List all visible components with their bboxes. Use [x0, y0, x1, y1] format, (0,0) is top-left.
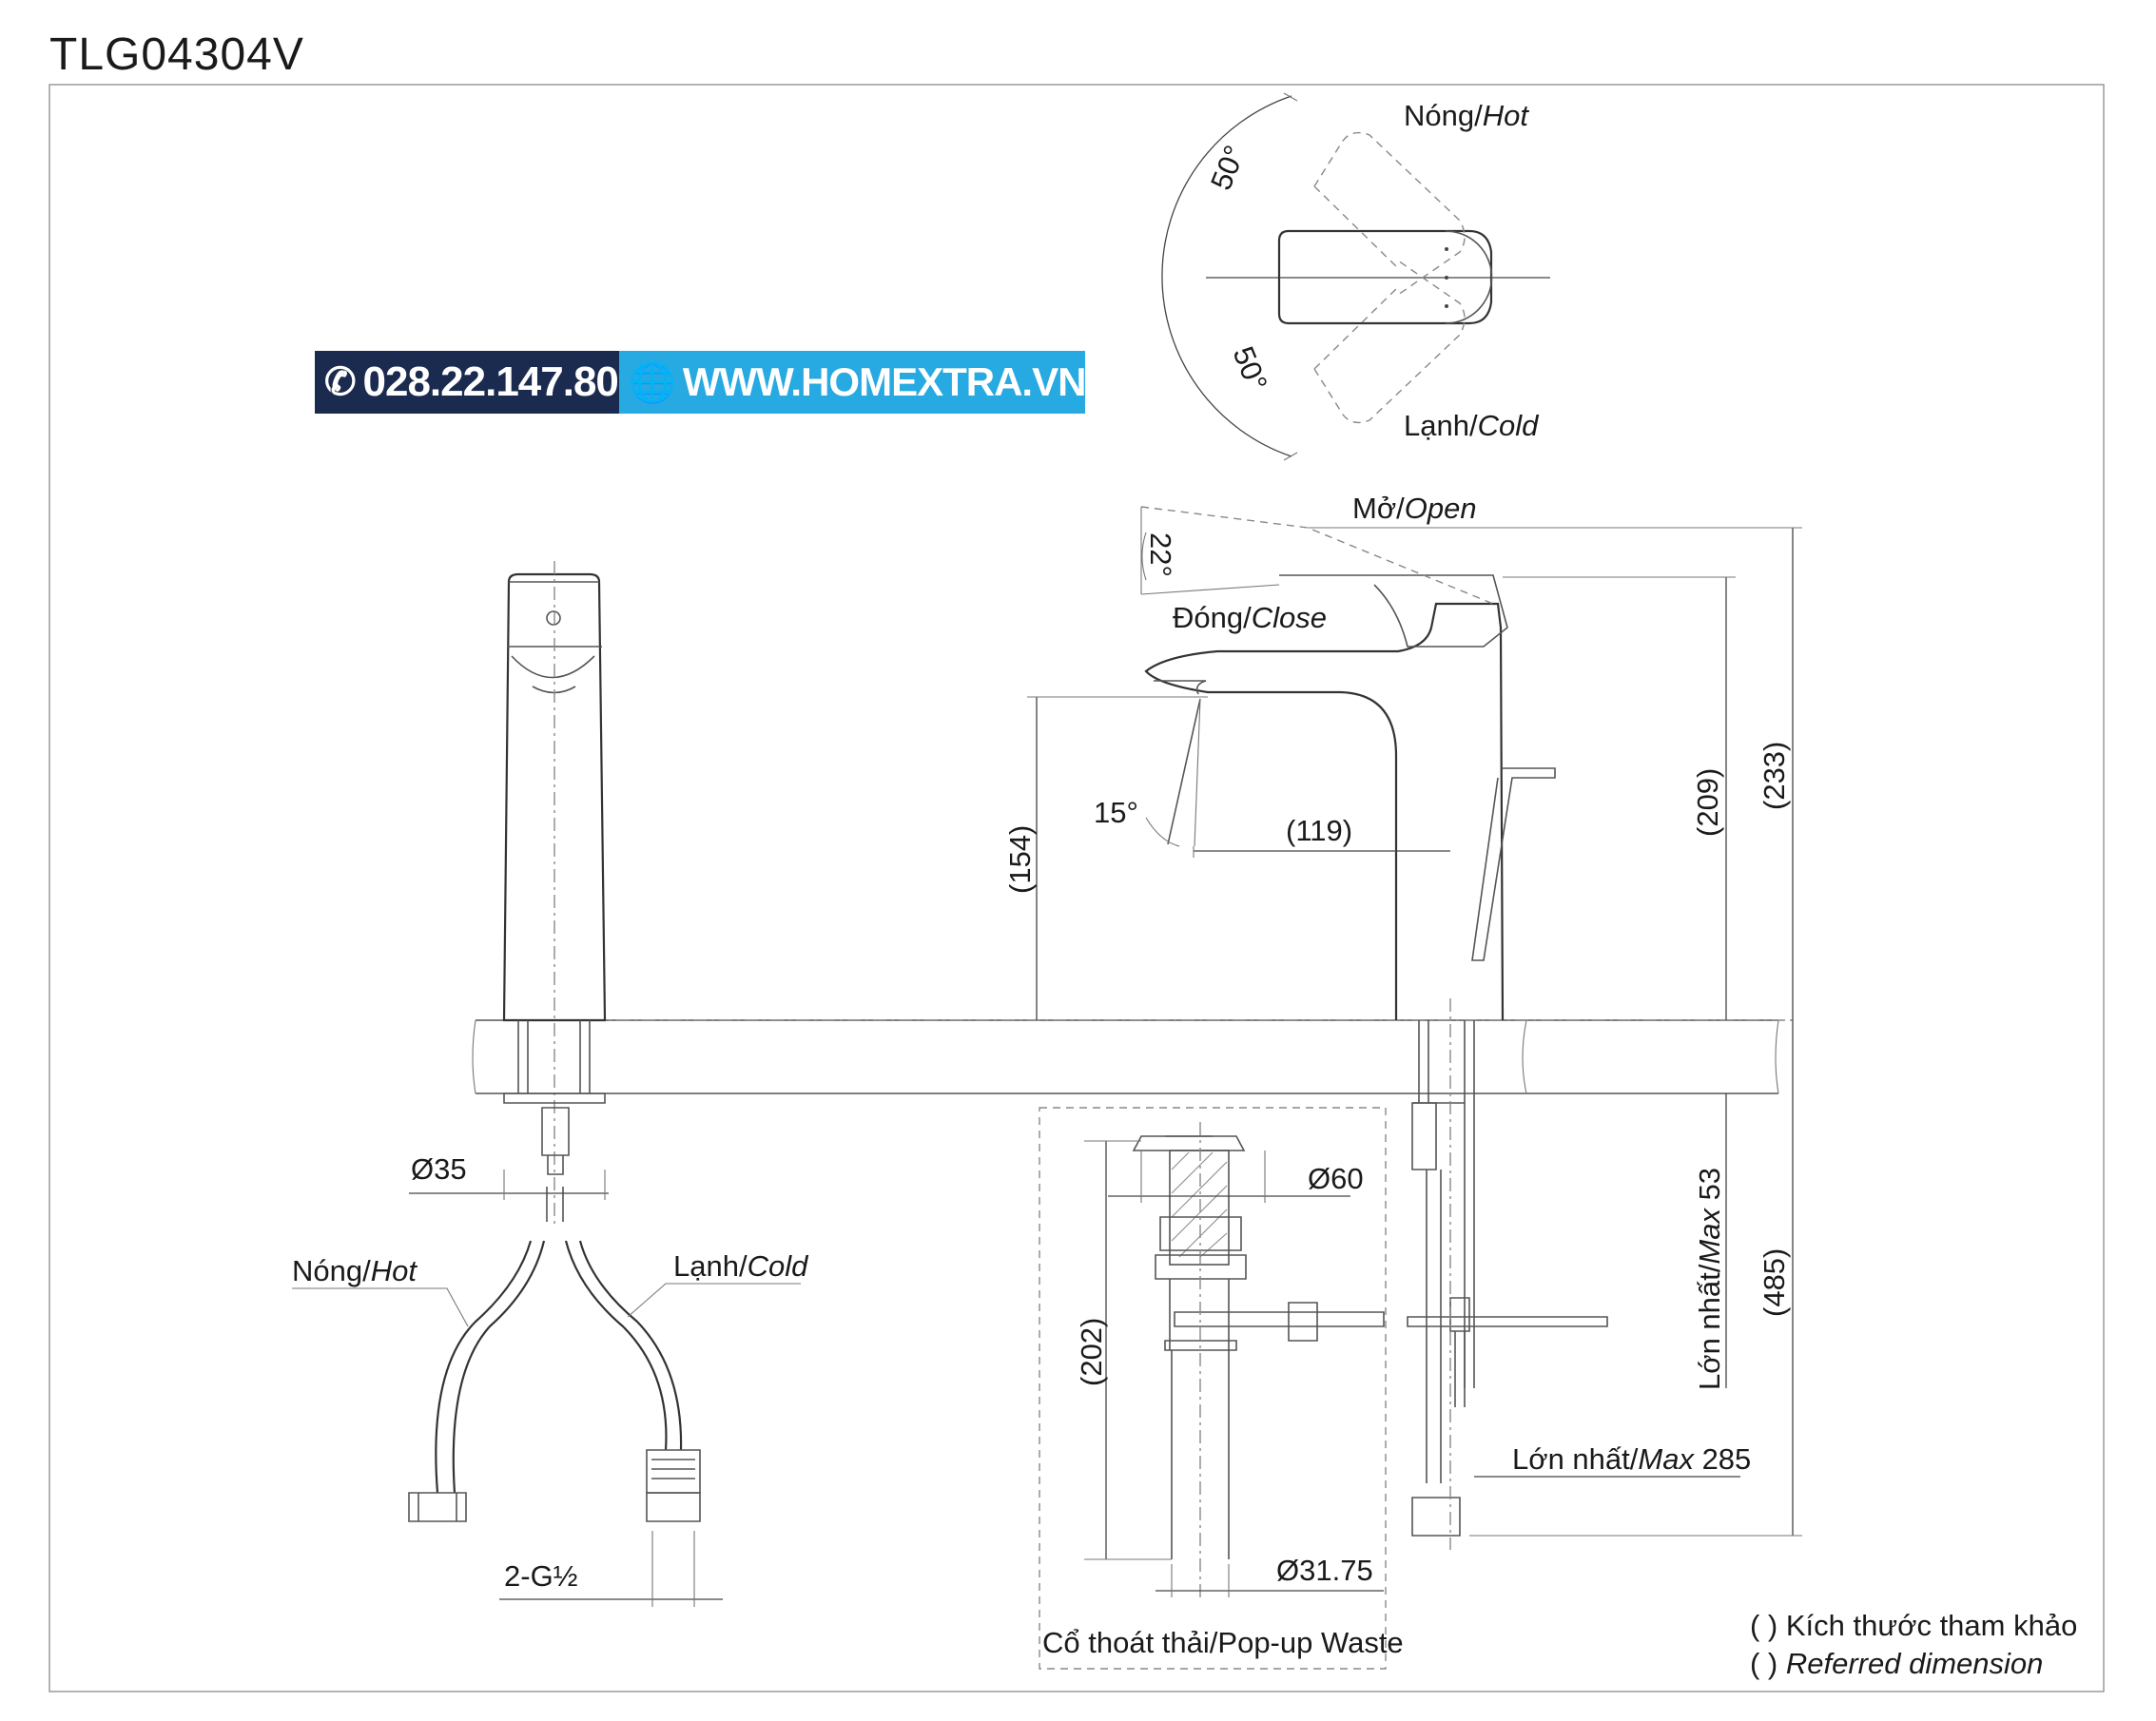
contact-banner[interactable]: ✆ 028.22.147.801 🌐 WWW.HOMEXTRA.VN [315, 351, 1086, 414]
side-view-faucet: (119) (154) (209) (233) (485) Lớn nhất/M… [1003, 492, 1802, 1550]
cold-label-top: Lạnh/Cold [1404, 409, 1540, 442]
note-line-en: ( ) Referred dimension [1750, 1647, 2044, 1680]
dim-485: (485) [1758, 1248, 1791, 1317]
top-view-handle: Nóng/Hot Lạnh/Cold 50° 50° [1161, 92, 1550, 461]
close-label: Đóng/Close [1173, 601, 1327, 634]
angle-spout-label: 15° [1094, 796, 1138, 829]
note-line-vi: ( ) Kích thước tham khảo [1750, 1609, 2078, 1642]
dim-dia-3175: Ø31.75 [1276, 1554, 1373, 1587]
waste-label: Cổ thoát thải/Pop-up Waste [1042, 1626, 1404, 1659]
hot-label-top: Nóng/Hot [1404, 99, 1529, 132]
dim-thread: 2-G½ [504, 1559, 578, 1593]
drawing-frame [49, 84, 2105, 1692]
hot-label-front: Nóng/Hot [292, 1254, 418, 1287]
model-title: TLG04304V [49, 29, 304, 80]
dim-max-53: Lớn nhất/Max 53 [1693, 1168, 1726, 1390]
phone-number: 028.22.147.801 [362, 358, 642, 405]
dim-154: (154) [1003, 825, 1037, 894]
website-block[interactable]: 🌐 WWW.HOMEXTRA.VN [619, 351, 1087, 414]
angle-lever-label: 22° [1144, 532, 1177, 577]
angle-cold-label: 50° [1227, 342, 1274, 396]
dim-233: (233) [1758, 742, 1791, 810]
dim-119: (119) [1286, 814, 1352, 847]
cold-label-front: Lạnh/Cold [673, 1249, 809, 1283]
open-label: Mở/Open [1352, 492, 1477, 525]
dim-max-285: Lớn nhất/Max 285 [1512, 1442, 1751, 1476]
dim-209: (209) [1691, 768, 1724, 837]
dim-dia-60: Ø60 [1308, 1162, 1364, 1195]
globe-icon: 🌐 [629, 361, 676, 404]
popup-waste: (202) Ø60 Ø31.75 Cổ thoát thải/Pop-up Wa… [1039, 1107, 1404, 1670]
dim-202: (202) [1075, 1318, 1108, 1386]
phone-icon: ✆ [324, 361, 357, 403]
reference-note: ( ) Kích thước tham khảo ( ) Referred di… [1750, 1607, 2077, 1683]
dim-dia-35: Ø35 [411, 1152, 467, 1186]
phone-block[interactable]: ✆ 028.22.147.801 [315, 351, 641, 414]
countertop [472, 1019, 1797, 1094]
front-view-faucet: Ø35 2-G½ Nóng/Hot Lạnh/Cold [292, 561, 809, 1607]
website-url: WWW.HOMEXTRA.VN [682, 359, 1087, 404]
